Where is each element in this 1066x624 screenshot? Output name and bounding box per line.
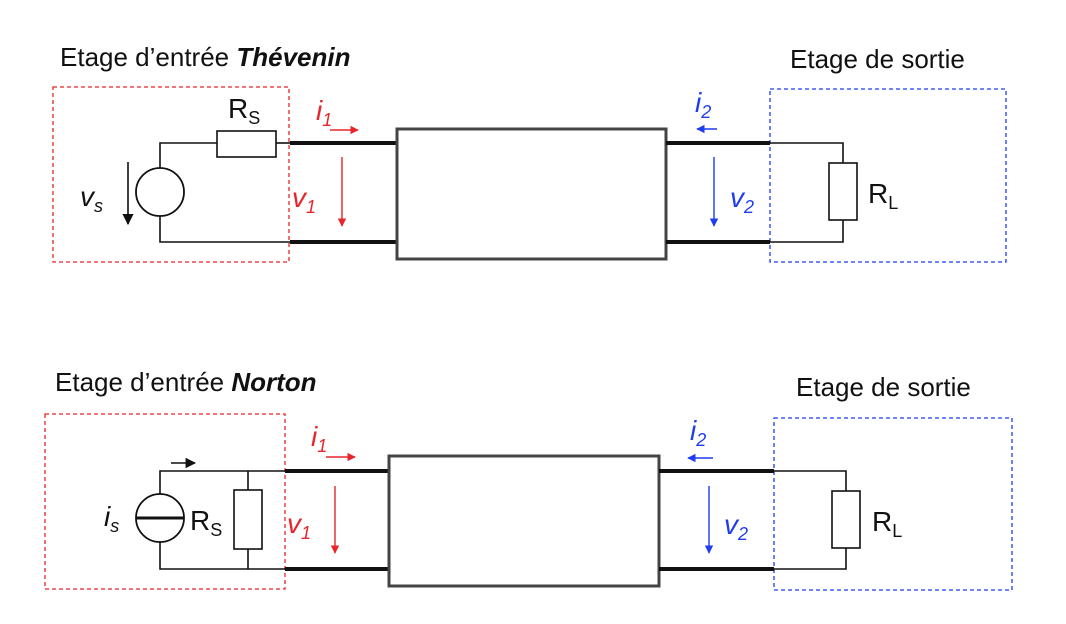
thevenin-rs-resistor bbox=[216, 130, 277, 158]
thevenin-source-bottom-wire bbox=[159, 216, 290, 243]
norton-rs-resistor bbox=[233, 489, 263, 550]
norton-output-title: Etage de sortie bbox=[796, 372, 971, 402]
norton-rl-resistor bbox=[831, 490, 861, 549]
thevenin-i2-label: i2 bbox=[695, 87, 711, 122]
thevenin-two-port-box bbox=[395, 127, 668, 261]
thevenin-input-title: Etage d’entrée Thévenin bbox=[60, 42, 351, 72]
thevenin-v1-label: v1 bbox=[292, 182, 316, 217]
norton-rl-label: RL bbox=[872, 506, 902, 541]
thevenin-input-stage-box bbox=[52, 86, 290, 263]
norton-top-wire bbox=[159, 470, 285, 494]
thevenin-v2-label: v2 bbox=[730, 182, 754, 217]
thevenin-source-top-wire bbox=[159, 142, 217, 168]
thevenin-rl-label: RL bbox=[868, 178, 898, 213]
thevenin-rl-bottom-wire bbox=[770, 220, 844, 243]
norton-bottom-wire bbox=[159, 542, 285, 570]
thevenin-rs-label: RS bbox=[228, 93, 260, 128]
norton-input-stage-box bbox=[44, 413, 286, 590]
norton-input-title: Etage d’entrée Norton bbox=[55, 367, 317, 397]
norton-rl-top-wire bbox=[774, 470, 847, 491]
norton-output-stage-box bbox=[773, 417, 1013, 591]
norton-i1-label: i1 bbox=[311, 421, 327, 456]
thevenin-output-title: Etage de sortie bbox=[790, 44, 965, 74]
thevenin-output-stage-box bbox=[769, 88, 1007, 263]
norton-v2-label: v2 bbox=[724, 509, 748, 544]
norton-v1-label: v1 bbox=[287, 508, 311, 543]
thevenin-rl-top-wire bbox=[770, 142, 844, 163]
thevenin-i1-label: i1 bbox=[316, 95, 332, 130]
norton-rs-label: RS bbox=[190, 505, 222, 540]
norton-is-label: is bbox=[104, 501, 119, 536]
thevenin-voltage-source bbox=[135, 167, 185, 217]
norton-two-port-box bbox=[387, 454, 661, 588]
norton-circuit: Etage d’entrée Norton Etage de sortie is… bbox=[44, 367, 1013, 591]
norton-rl-bottom-wire bbox=[774, 548, 847, 570]
thevenin-circuit: Etage d’entrée Thévenin Etage de sortie … bbox=[52, 42, 1007, 263]
norton-i2-label: i2 bbox=[690, 415, 706, 450]
thevenin-vs-label: vs bbox=[80, 181, 103, 216]
thevenin-rl-resistor bbox=[828, 162, 858, 221]
